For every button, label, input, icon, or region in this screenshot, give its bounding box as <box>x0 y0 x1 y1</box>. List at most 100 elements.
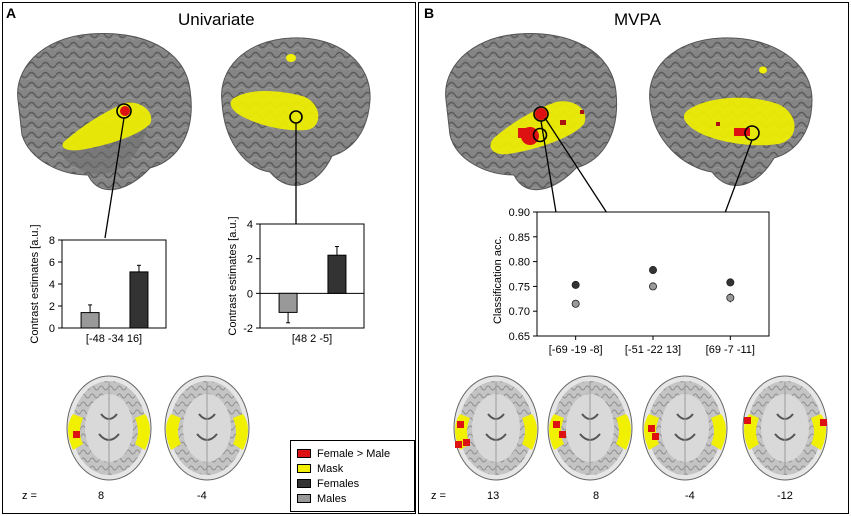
mask-overlay <box>683 97 795 146</box>
y-axis-label: Contrast estimates [a.u.] <box>29 224 41 343</box>
legend-swatch-mask <box>297 464 311 473</box>
axial-slice <box>547 375 633 481</box>
y-axis-label: Classification acc. <box>492 236 504 324</box>
activation-cluster <box>820 419 827 426</box>
activation-cluster <box>716 122 720 126</box>
peak-circle-marker <box>532 127 548 143</box>
mask-overlay-right <box>616 414 631 450</box>
point-females <box>649 266 658 275</box>
y-tick-label: 0.65 <box>509 331 530 343</box>
activation-cluster <box>457 421 464 428</box>
legend-label: Females <box>317 477 360 490</box>
brain-right-lateral-b <box>649 37 813 187</box>
z-prefix-b: z = <box>431 490 446 502</box>
panel-b-title: MVPA <box>614 10 661 29</box>
y-tick-label: 4 <box>49 279 55 291</box>
activation-cluster <box>734 128 750 136</box>
scatter-chart-mvpa: 0.650.700.750.800.850.90[-69 -19 -8][-51… <box>492 207 770 356</box>
axial-slice <box>164 375 250 481</box>
mask-overlay <box>490 101 586 155</box>
legend-item: Males <box>297 491 408 506</box>
point-males <box>571 299 580 308</box>
bar-males <box>278 292 298 313</box>
z-value: -4 <box>685 490 695 502</box>
mask-overlay-small <box>759 66 767 74</box>
y-tick-label: 0.90 <box>509 207 530 219</box>
axial-slices <box>66 375 828 481</box>
axial-slice <box>453 375 539 481</box>
activation-cluster <box>455 441 462 448</box>
y-tick-label: 6 <box>49 257 55 269</box>
panel-univariate <box>2 2 416 514</box>
mask-overlay-small <box>286 54 296 62</box>
legend: Female > Male Mask Females Males <box>290 440 415 512</box>
activation-cluster <box>560 120 566 125</box>
mask-overlay-right <box>233 414 248 450</box>
legend-label: Mask <box>317 462 344 475</box>
mask-overlay-right <box>522 414 537 450</box>
legend-swatch-males <box>297 494 311 503</box>
y-tick-label: 8 <box>49 235 55 247</box>
mask-overlay <box>62 102 152 151</box>
x-tick-label: [69 -7 -11] <box>706 344 755 356</box>
mask-overlay <box>230 91 319 131</box>
y-tick-label: 0.85 <box>509 232 530 244</box>
x-tick-label: [-51 -22 13] <box>625 344 681 356</box>
activation-cluster <box>535 108 547 120</box>
activation-cluster <box>463 439 470 446</box>
y-tick-label: 2 <box>247 254 253 266</box>
z-value: 8 <box>593 490 600 502</box>
y-tick-label: 0 <box>247 288 253 300</box>
activation-cluster <box>652 433 659 440</box>
axial-slice <box>742 375 828 481</box>
y-tick-label: 4 <box>247 219 253 231</box>
y-tick-label: 0.70 <box>509 306 530 318</box>
brain-left-lateral-b <box>445 32 618 191</box>
legend-item: Females <box>297 476 408 491</box>
z-prefix-a: z = <box>22 490 37 502</box>
legend-label: Males <box>317 492 347 505</box>
panel-mvpa <box>418 2 849 514</box>
y-axis-label: Contrast estimates [a.u.] <box>227 216 239 335</box>
z-value: 8 <box>98 490 105 502</box>
legend-swatch-female-gt-male <box>297 449 311 458</box>
y-tick-label: 0 <box>49 323 55 335</box>
activation-cluster <box>553 421 560 428</box>
activation-cluster <box>518 128 532 138</box>
activation-cluster <box>648 425 655 432</box>
activation-cluster <box>73 431 80 438</box>
point-males <box>649 282 658 291</box>
axial-slice <box>642 375 728 481</box>
z-value: -4 <box>197 490 207 502</box>
mask-overlay-left <box>166 414 181 450</box>
panel-a-title: Univariate <box>178 10 255 29</box>
point-females <box>571 280 580 289</box>
mask-overlay-left <box>549 414 564 450</box>
bar-males <box>80 312 100 329</box>
activation-cluster <box>559 431 566 438</box>
plot-frame <box>61 239 167 329</box>
x-axis-label: [-48 -34 16] <box>86 333 142 345</box>
activation-cluster <box>744 417 751 424</box>
panel-a-letter: A <box>6 5 17 21</box>
activation-cluster <box>580 110 584 114</box>
point-males <box>726 293 735 302</box>
x-axis-label: [48 2 -5] <box>292 333 332 345</box>
y-tick-label: 2 <box>49 301 55 313</box>
mask-overlay-right <box>135 414 150 450</box>
x-tick-label: [-69 -19 -8] <box>549 344 603 356</box>
bar-females <box>129 271 149 329</box>
z-value: -12 <box>777 490 793 502</box>
mask-overlay-right <box>711 414 726 450</box>
callout-line <box>104 117 125 239</box>
brain-right-lateral-a <box>221 37 371 186</box>
z-value: 13 <box>487 490 500 502</box>
bar-females <box>327 254 347 294</box>
legend-item: Mask <box>297 461 408 476</box>
y-tick-label: -2 <box>243 323 253 335</box>
brain-left-lateral-a <box>17 32 192 191</box>
bar-chart-univariate-left: 0 2 4 6 8 [-48 -34 16] Contrast estimates [a.u… <box>29 224 167 345</box>
y-tick-label: 0.80 <box>509 257 530 269</box>
peak-activation <box>120 106 130 116</box>
legend-swatch-females <box>297 479 311 488</box>
